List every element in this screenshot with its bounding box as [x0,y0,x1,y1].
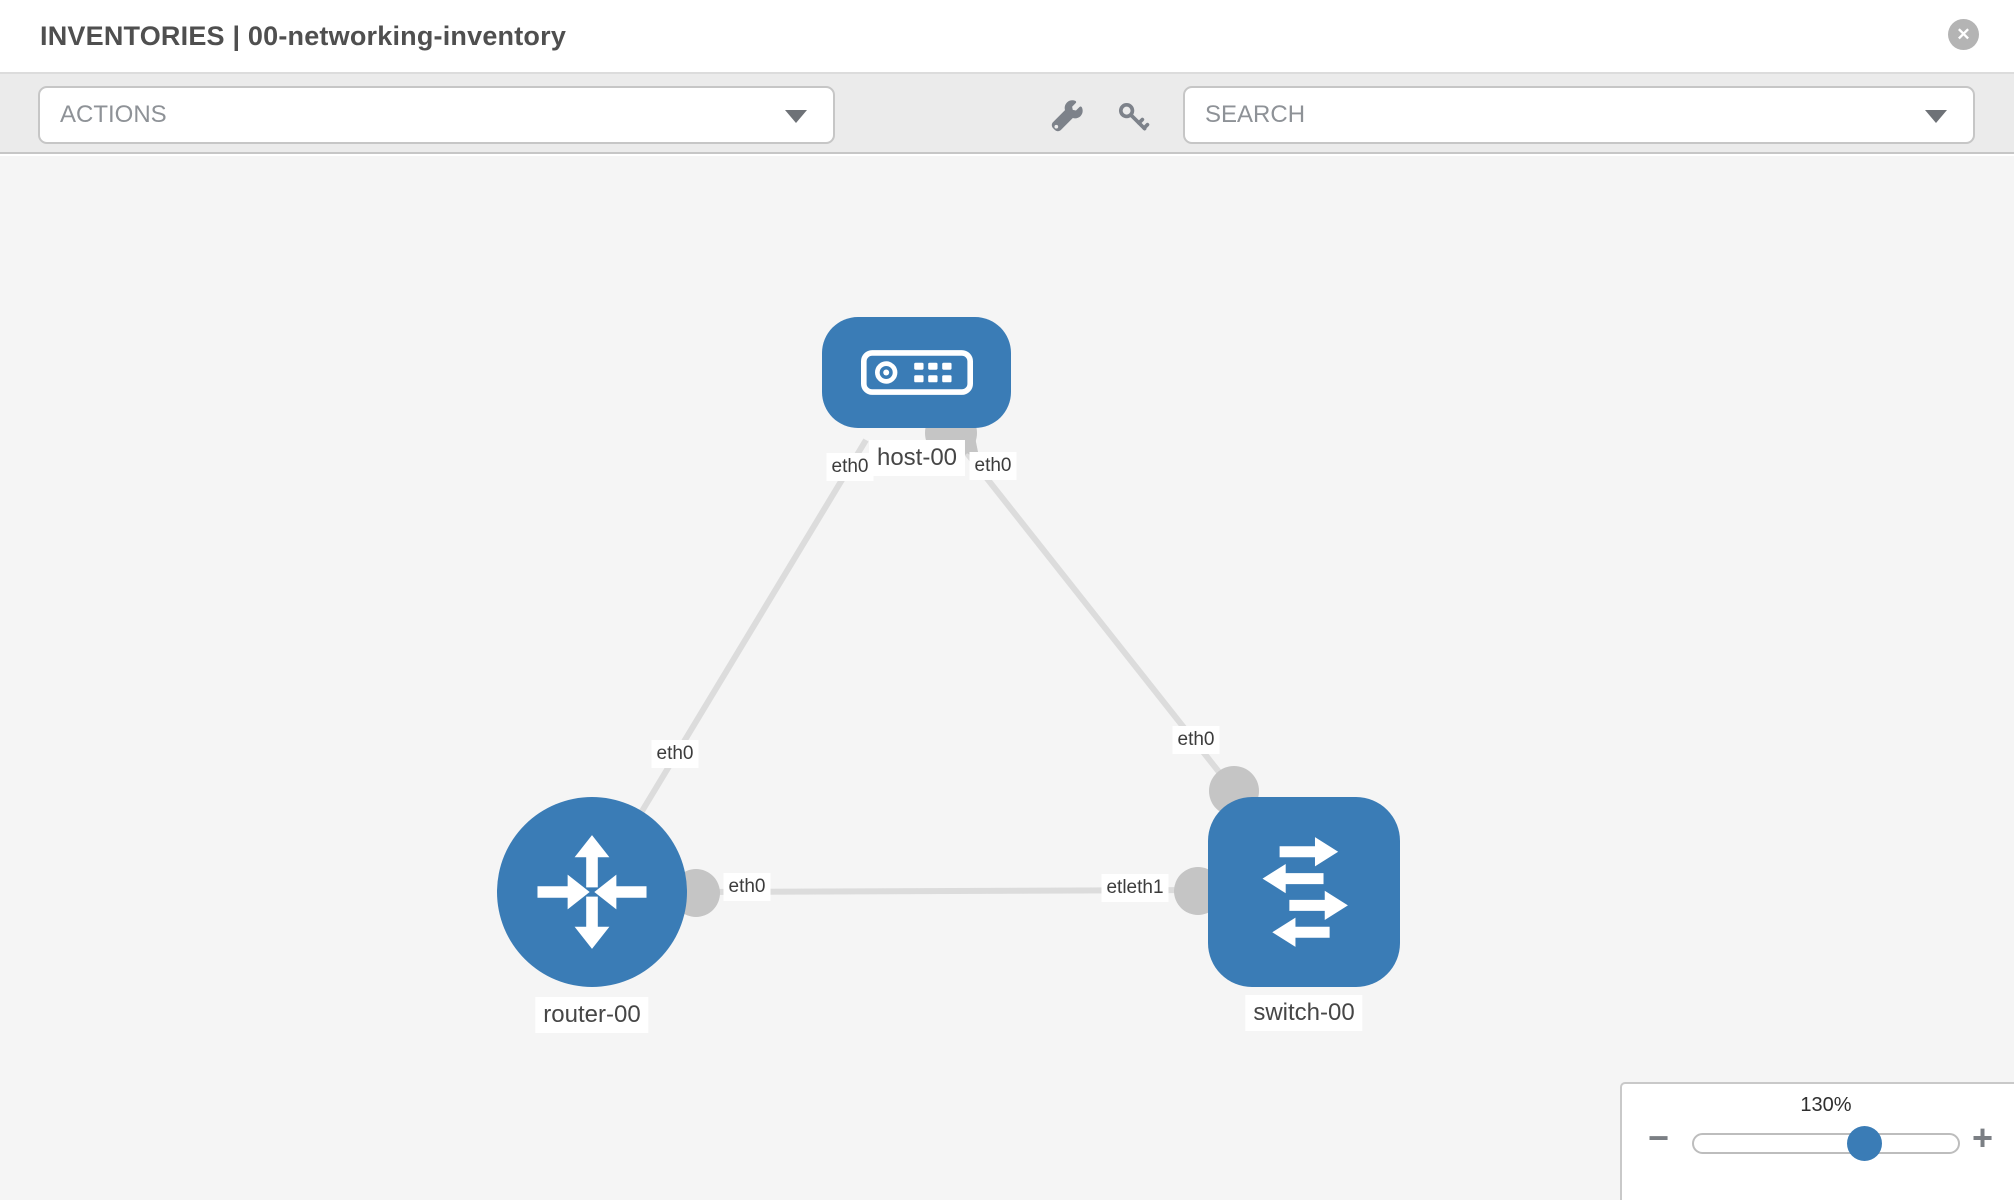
server-icon [860,350,973,395]
toolbar: ACTIONS SEARCH [0,72,2014,154]
node-label-host: host-00 [868,440,966,476]
node-label-switch: switch-00 [1245,995,1363,1031]
router-arrows-icon [537,835,647,949]
zoom-in-button[interactable]: + [1972,1117,1994,1158]
header: INVENTORIES | 00-networking-inventory ✕ [0,0,2014,72]
node-switch[interactable] [1208,797,1400,987]
search-dropdown[interactable]: SEARCH [1183,86,1975,144]
interface-label: eth0 [651,740,699,768]
chevron-down-icon [1925,110,1947,123]
interface-label: etleth1 [1101,874,1169,902]
node-router[interactable] [497,797,687,987]
zoom-level-text: 130% [1800,1094,1852,1116]
zoom-slider-track[interactable] [1692,1133,1960,1154]
close-icon: ✕ [1956,25,1971,44]
page-title: INVENTORIES | 00-networking-inventory [40,21,567,51]
interface-label: eth0 [826,453,874,481]
close-button[interactable]: ✕ [1948,19,1979,50]
key-icon[interactable] [1116,100,1150,134]
interface-label: eth0 [1172,726,1220,754]
switch-arrows-icon [1262,837,1348,947]
interface-label: eth0 [969,452,1017,480]
wrench-icon[interactable] [1049,100,1083,134]
zoom-control-panel: 130% − + [1620,1082,2014,1200]
chevron-down-icon [785,110,807,123]
links-layer [589,407,1259,917]
topology-canvas[interactable]: host-00 router-00 switch-00 eth0 eth0 et… [0,156,2014,1200]
actions-dropdown-label: ACTIONS [60,101,167,128]
actions-dropdown[interactable]: ACTIONS [38,86,835,144]
node-host[interactable] [822,317,1011,428]
zoom-slider-knob[interactable] [1847,1126,1882,1161]
node-label-router: router-00 [535,997,649,1033]
search-placeholder: SEARCH [1205,101,1306,128]
interface-label: eth0 [723,873,771,901]
zoom-out-button[interactable]: − [1648,1117,1670,1158]
